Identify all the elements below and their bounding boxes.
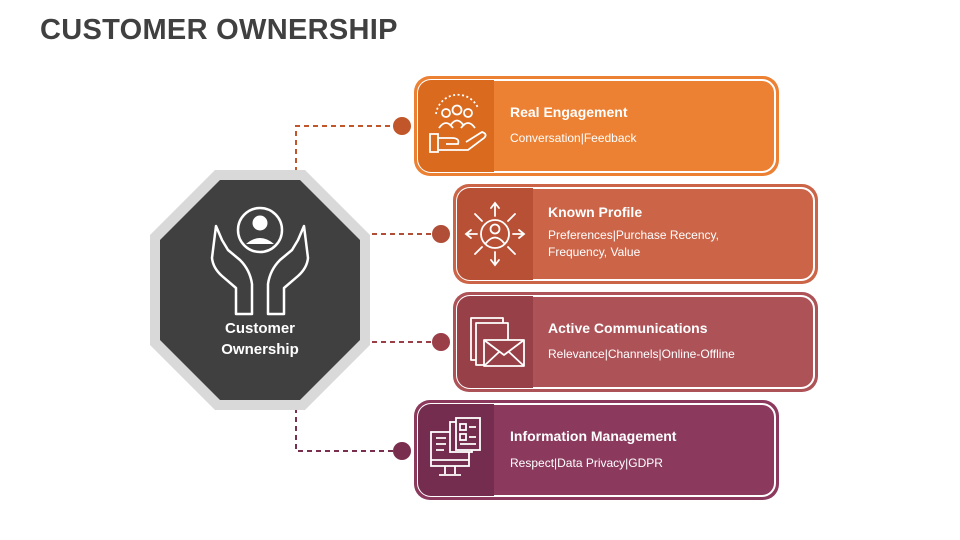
card-subtitle-known-profile: Preferences|Purchase Recency, bbox=[548, 228, 719, 242]
card-information-management bbox=[414, 400, 779, 500]
profile-arrows-icon bbox=[464, 201, 526, 267]
card-title-information-management: Information Management bbox=[510, 428, 677, 444]
connectors bbox=[295, 125, 434, 452]
center-label-line2: Ownership bbox=[221, 341, 299, 358]
team-in-hand-icon bbox=[429, 93, 487, 153]
connector-dot-4 bbox=[393, 442, 411, 460]
connector-4 bbox=[295, 408, 396, 452]
card-subtitle-known-profile-line2: Frequency, Value bbox=[548, 245, 641, 259]
card-real-engagement bbox=[414, 76, 779, 176]
card-title-real-engagement: Real Engagement bbox=[510, 104, 628, 120]
envelopes-icon bbox=[470, 317, 525, 367]
card-subtitle-real-engagement: Conversation|Feedback bbox=[510, 131, 637, 145]
connector-dot-1 bbox=[393, 117, 411, 135]
center-label: Customer Ownership bbox=[190, 318, 330, 360]
computer-documents-icon bbox=[430, 417, 481, 476]
card-subtitle-information-management: Respect|Data Privacy|GDPR bbox=[510, 456, 663, 470]
page-title: CUSTOMER OWNERSHIP bbox=[40, 14, 398, 46]
connector-dot-3 bbox=[432, 333, 450, 351]
octagon-inner bbox=[160, 180, 360, 400]
card-active-communications bbox=[453, 292, 818, 392]
hands-holding-person-icon bbox=[210, 206, 310, 316]
card-subtitle-active-communications: Relevance|Channels|Online-Offline bbox=[548, 347, 735, 361]
card-known-profile bbox=[453, 184, 818, 284]
connector-1 bbox=[295, 125, 396, 172]
card-title-known-profile: Known Profile bbox=[548, 204, 643, 220]
center-label-line1: Customer bbox=[224, 320, 295, 337]
card-title-active-communications: Active Communications bbox=[548, 320, 708, 336]
connector-dot-2 bbox=[432, 225, 450, 243]
